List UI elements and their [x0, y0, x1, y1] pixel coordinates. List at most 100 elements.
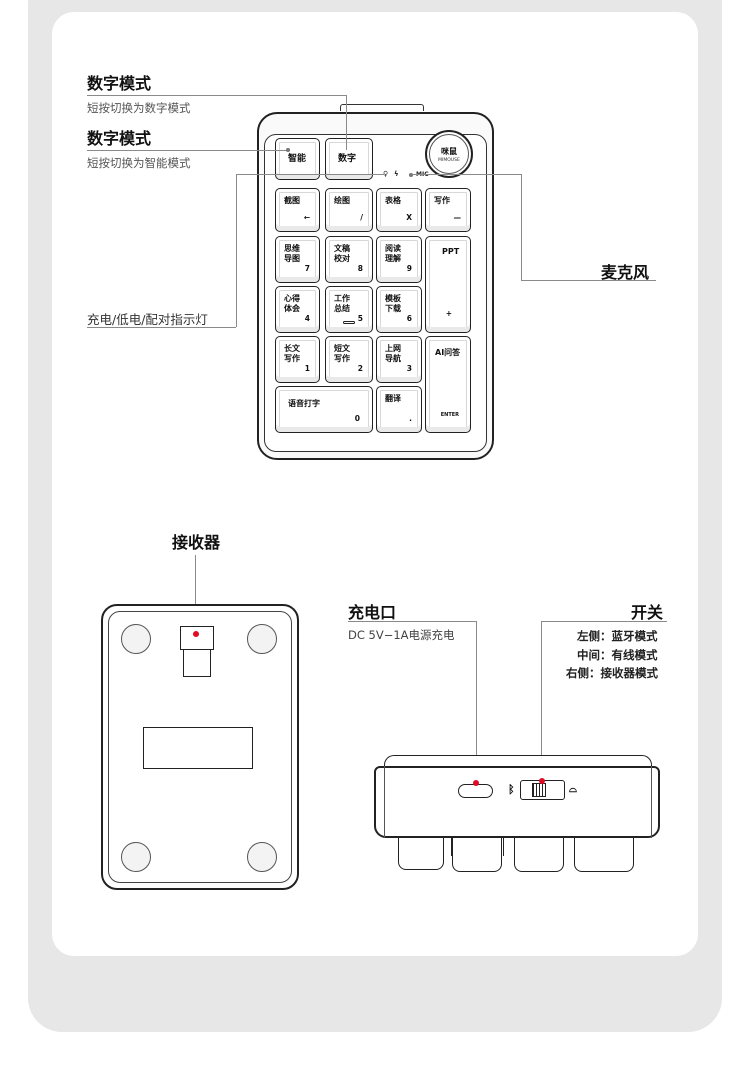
key-label: 长文 写作 [284, 344, 300, 363]
key-sub: ← [303, 213, 310, 222]
key-write[interactable]: 写作 — [425, 188, 471, 232]
side-detail-line [651, 766, 652, 838]
switch-marker [539, 778, 545, 784]
callout-receiver: 接收器 [172, 533, 221, 552]
key-label: 思维 导图 [284, 244, 300, 263]
key-label: AI问答 [435, 348, 461, 357]
key-navigation[interactable]: 上网 导航 3 [376, 336, 422, 383]
key-insight[interactable]: 心得 体会 4 [275, 286, 320, 333]
callout-switch: 开关 [631, 603, 664, 622]
key-label: 数字 [338, 154, 357, 164]
key-label: 绘图 [334, 196, 350, 205]
callout-sub-number-mode: 短按切换为数字模式 [87, 101, 191, 115]
key-sub: 9 [406, 264, 412, 273]
key-screenshot[interactable]: 截图 ← [275, 188, 320, 232]
leader-line [87, 150, 287, 151]
switch-right-mode: 右侧：接收器模式 [566, 666, 658, 680]
key-ppt[interactable]: PPT + [425, 236, 471, 333]
usb-rail [340, 104, 424, 111]
key-sub: 0 [354, 414, 360, 423]
leader-line [346, 95, 347, 150]
leader-dot [286, 148, 290, 152]
side-keycap [398, 838, 444, 870]
knob-logo: 咪鼠 [441, 147, 457, 156]
key-translate[interactable]: 翻译 . [376, 386, 422, 433]
callout-sub-smart-mode: 短按切换为智能模式 [87, 156, 191, 170]
key-sub: + [445, 309, 452, 318]
side-stem [444, 838, 452, 856]
key-sub: 6 [406, 314, 412, 323]
knob-logo-sub: MIMOUSE [438, 158, 460, 163]
key-template[interactable]: 模板 下载 6 [376, 286, 422, 333]
key-label: 写作 [434, 196, 450, 205]
key-label: 翻译 [385, 394, 401, 403]
key-sub: X [406, 213, 412, 222]
key-label: 表格 [385, 196, 401, 205]
receiver-dongle[interactable] [180, 626, 214, 650]
key-bump [343, 321, 355, 324]
side-stem [503, 838, 513, 856]
key-number[interactable]: 数字 [325, 138, 373, 180]
key-label: 模板 下载 [385, 294, 401, 313]
leader-line [195, 555, 196, 633]
key-sub: 5 [357, 314, 363, 323]
leader-line [521, 174, 522, 280]
key-sub: ENTER [440, 412, 459, 418]
key-sub: 1 [304, 364, 310, 373]
callout-charge-led: 充电/低电/配对指示灯 [87, 312, 208, 327]
usb-c-port[interactable] [458, 784, 493, 798]
key-proofread[interactable]: 文稿 校对 8 [325, 236, 373, 283]
rubber-foot [247, 624, 277, 654]
callout-charge-port: 充电口 [348, 603, 397, 622]
callout-title-smart-mode: 数字模式 [87, 129, 152, 148]
knob-ring [429, 134, 469, 174]
receiver-marker [193, 631, 199, 637]
leader-line [541, 621, 542, 781]
leader-line [348, 621, 476, 622]
key-sub: / [360, 213, 363, 222]
leader-line [87, 95, 346, 96]
switch-left-mode: 左侧：蓝牙模式 [577, 629, 658, 643]
key-label: 上网 导航 [385, 344, 401, 363]
key-longform[interactable]: 长文 写作 1 [275, 336, 320, 383]
key-smart[interactable]: 智能 [275, 138, 320, 180]
leader-line [236, 174, 384, 175]
key-sub: 7 [304, 264, 310, 273]
key-label: 智能 [288, 154, 307, 164]
key-label: 短文 写作 [334, 344, 350, 363]
key-label: 语音打字 [288, 399, 320, 408]
key-summary[interactable]: 工作 总结 5 [325, 286, 373, 333]
switch-middle-mode: 中间：有线模式 [577, 648, 658, 662]
callout-title-number-mode: 数字模式 [87, 74, 152, 93]
leader-line [412, 174, 522, 175]
key-shortform[interactable]: 短文 写作 2 [325, 336, 373, 383]
side-keycap [514, 838, 564, 872]
key-voice-typing[interactable]: 语音打字 0 [275, 386, 373, 433]
side-top-edge [384, 755, 652, 767]
side-keycap [574, 838, 634, 872]
callout-mic: 麦克风 [601, 263, 650, 282]
switch-knob[interactable] [532, 783, 546, 797]
side-keycap [452, 838, 502, 872]
key-mindmap[interactable]: 思维 导图 7 [275, 236, 320, 283]
leader-line [87, 327, 236, 328]
key-ai-enter[interactable]: AI问答 ENTER [425, 336, 471, 433]
key-sub: 4 [304, 314, 310, 323]
key-draw[interactable]: 绘图 / [325, 188, 373, 232]
key-reading[interactable]: 阅读 理解 9 [376, 236, 422, 283]
keypad-bottom-inner [108, 611, 292, 883]
bluetooth-icon: ᛒ [508, 783, 515, 796]
leader-line [541, 621, 667, 622]
key-sub: 2 [357, 364, 363, 373]
key-sub: . [409, 414, 412, 423]
key-label: PPT [442, 247, 460, 256]
side-body [374, 766, 660, 838]
mic-hole [409, 173, 413, 177]
key-sub: 3 [406, 364, 412, 373]
key-table[interactable]: 表格 X [376, 188, 422, 232]
rubber-foot [247, 842, 277, 872]
callout-charge-port-sub: DC 5V−1A电源充电 [348, 628, 455, 642]
leader-line [236, 174, 237, 327]
rubber-foot [121, 842, 151, 872]
side-detail-line [384, 766, 385, 838]
